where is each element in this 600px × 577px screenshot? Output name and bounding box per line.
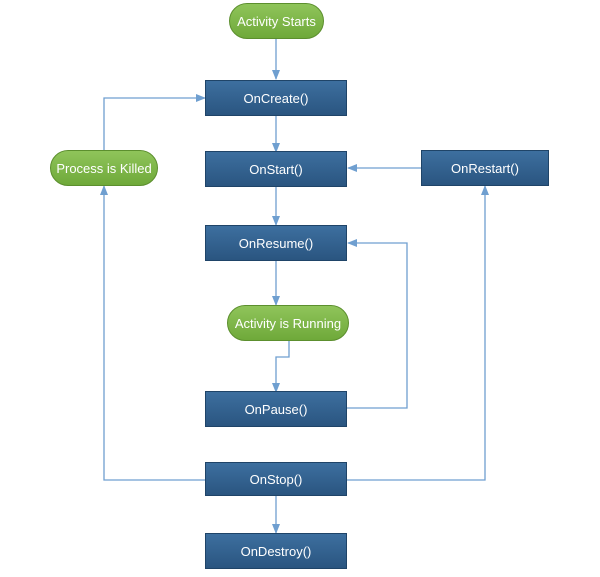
on-create-node: OnCreate() (205, 80, 347, 116)
edge-pause-to-resume (347, 239, 408, 409)
activity-starts-label: Activity Starts (237, 13, 316, 29)
on-start-node: OnStart() (205, 151, 347, 187)
on-restart-node: OnRestart() (421, 150, 549, 186)
on-resume-label: OnResume() (238, 235, 314, 251)
on-stop-node: OnStop() (205, 462, 347, 496)
edge-stop-to-restart (347, 185, 489, 481)
on-destroy-label: OnDestroy() (240, 543, 312, 559)
on-stop-label: OnStop() (249, 471, 303, 487)
process-killed-node: Process is Killed (50, 150, 158, 186)
on-destroy-node: OnDestroy() (205, 533, 347, 569)
on-start-label: OnStart() (249, 161, 303, 177)
edge-killed-to-create (103, 94, 206, 150)
activity-running-label: Activity is Running (234, 315, 342, 331)
on-restart-label: OnRestart() (451, 160, 519, 176)
on-pause-node: OnPause() (205, 391, 347, 427)
on-pause-label: OnPause() (244, 401, 308, 417)
activity-starts-node: Activity Starts (229, 3, 324, 39)
edge-stop-to-killed (100, 185, 205, 481)
edge-running-to-pause (272, 341, 290, 393)
on-create-label: OnCreate() (243, 90, 309, 106)
process-killed-label: Process is Killed (56, 160, 152, 176)
activity-running-node: Activity is Running (227, 305, 349, 341)
on-resume-node: OnResume() (205, 225, 347, 261)
